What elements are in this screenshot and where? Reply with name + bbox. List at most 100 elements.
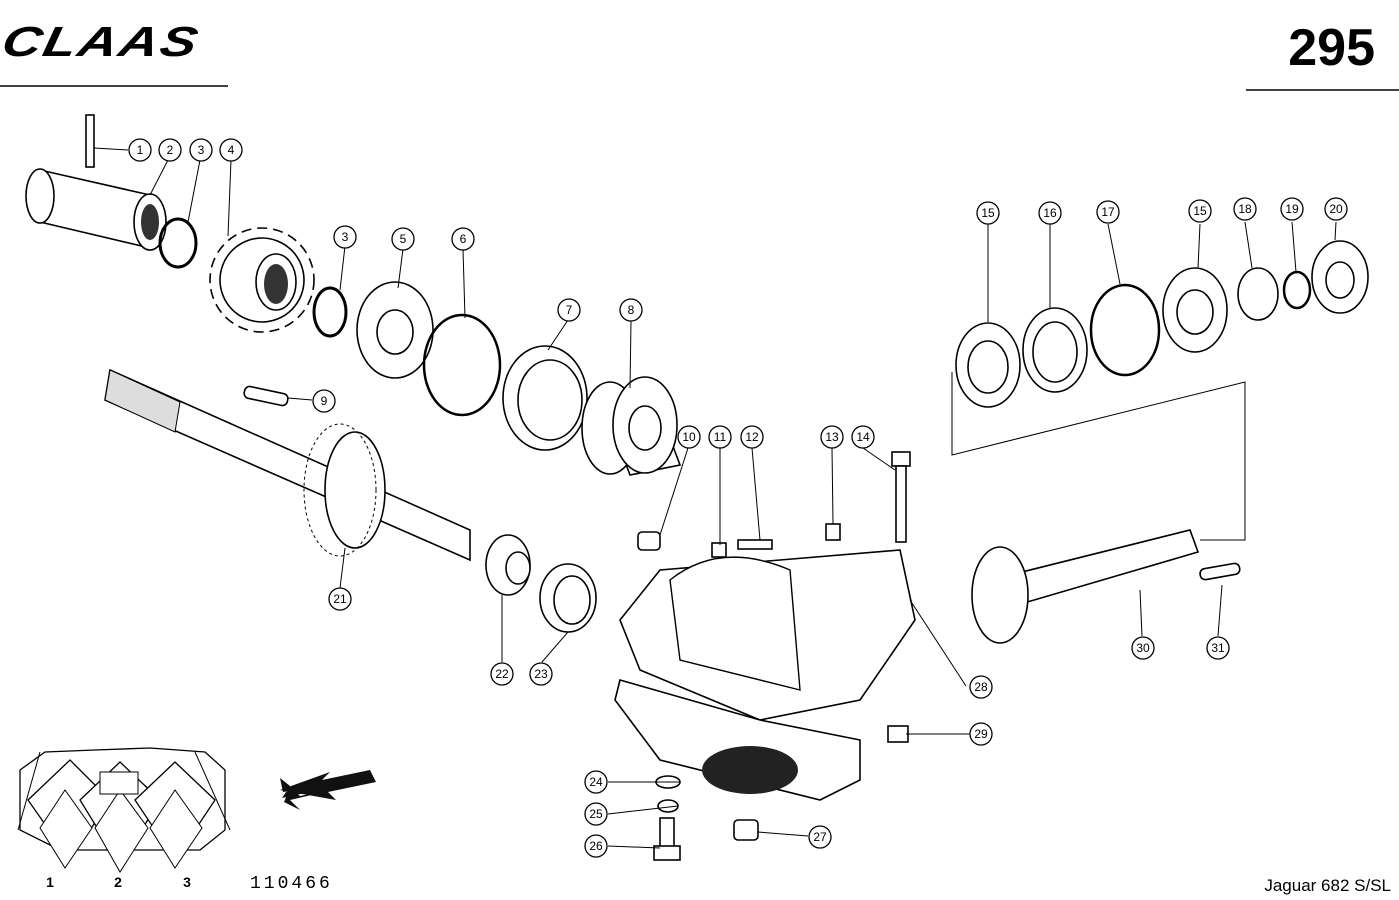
plug-part-13 — [825, 523, 841, 541]
machine-inset-diagram: 1 2 3 — [17, 747, 231, 890]
callout-15b: 15 — [1188, 199, 1212, 223]
callout-3b: 3 — [333, 225, 357, 249]
callout-31: 31 — [1206, 636, 1230, 660]
callout-5: 5 — [391, 227, 415, 251]
sleeve-part-2 — [25, 168, 167, 251]
gearbox-housing-part-28 — [614, 549, 916, 801]
seal-part-20 — [1311, 240, 1369, 314]
svg-text:2: 2 — [167, 143, 174, 157]
svg-text:4: 4 — [228, 143, 235, 157]
svg-text:10: 10 — [682, 430, 696, 444]
callout-20: 20 — [1324, 197, 1348, 221]
svg-text:5: 5 — [400, 232, 407, 246]
ring-part-17 — [1089, 283, 1161, 377]
callout-30: 30 — [1131, 636, 1155, 660]
svg-text:29: 29 — [974, 727, 988, 741]
svg-text:24: 24 — [589, 775, 603, 789]
bolt-part-14 — [891, 451, 911, 543]
shaft-part-21 — [104, 368, 471, 562]
callout-9: 9 — [312, 389, 336, 413]
race-part-7 — [502, 345, 588, 451]
callout-15a: 15 — [976, 201, 1000, 225]
callout-16: 16 — [1038, 201, 1062, 225]
bearing-part-8 — [581, 376, 682, 476]
sprocket-part-4 — [209, 227, 315, 333]
svg-text:3: 3 — [342, 230, 349, 244]
direction-arrow-icon — [280, 770, 376, 810]
callout-13: 13 — [820, 425, 844, 449]
svg-text:15: 15 — [981, 206, 995, 220]
inset-row-label-1: 1 — [46, 874, 54, 890]
callout-25: 25 — [584, 802, 608, 826]
svg-text:22: 22 — [495, 667, 509, 681]
svg-text:30: 30 — [1136, 641, 1150, 655]
svg-text:31: 31 — [1211, 641, 1225, 655]
inset-row-label-3: 3 — [183, 874, 191, 890]
bearing-part-15a — [955, 322, 1021, 408]
svg-text:26: 26 — [589, 839, 603, 853]
bearing-part-15b — [1162, 267, 1228, 353]
plug-part-10 — [637, 531, 661, 551]
svg-text:19: 19 — [1285, 202, 1299, 216]
circlip-part-3b — [312, 286, 348, 338]
svg-text:28: 28 — [974, 680, 988, 694]
circlip-part-19 — [1282, 270, 1312, 310]
callout-19: 19 — [1280, 197, 1304, 221]
callout-26: 26 — [584, 834, 608, 858]
leader-lines — [93, 147, 1337, 849]
race-part-23 — [539, 563, 597, 633]
nut-part-11 — [711, 542, 727, 558]
model-name: Jaguar 682 S/SL — [1264, 876, 1391, 895]
callout-4: 4 — [219, 138, 243, 162]
callout-6: 6 — [451, 227, 475, 251]
svg-text:1: 1 — [137, 143, 144, 157]
svg-text:16: 16 — [1043, 206, 1057, 220]
circlip-part-3a — [158, 217, 198, 269]
svg-text:25: 25 — [589, 807, 603, 821]
callout-27: 27 — [808, 825, 832, 849]
svg-text:21: 21 — [333, 592, 347, 606]
svg-text:27: 27 — [813, 830, 827, 844]
svg-text:14: 14 — [856, 430, 870, 444]
drawing-number: 110466 — [250, 874, 333, 894]
callout-22: 22 — [490, 662, 514, 686]
bolt-part-26 — [653, 817, 681, 861]
svg-text:15: 15 — [1193, 204, 1207, 218]
callout-10: 10 — [677, 425, 701, 449]
svg-text:12: 12 — [745, 430, 759, 444]
callout-18: 18 — [1233, 197, 1257, 221]
svg-text:9: 9 — [321, 394, 328, 408]
bolt-part-12 — [737, 539, 773, 550]
svg-text:17: 17 — [1101, 205, 1115, 219]
callout-29: 29 — [969, 722, 993, 746]
svg-text:20: 20 — [1329, 202, 1343, 216]
svg-text:3: 3 — [198, 143, 205, 157]
callout-11: 11 — [708, 425, 732, 449]
inset-row-label-2: 2 — [114, 874, 122, 890]
plug-part-27 — [733, 819, 759, 841]
pin-part-1 — [85, 114, 95, 168]
callout-2: 2 — [158, 138, 182, 162]
svg-text:7: 7 — [566, 303, 573, 317]
callout-14: 14 — [851, 425, 875, 449]
race-part-16 — [1022, 307, 1088, 393]
key-part-9 — [243, 385, 289, 407]
callout-7: 7 — [557, 298, 581, 322]
bearing-part-22 — [485, 534, 531, 596]
callout-24: 24 — [584, 770, 608, 794]
callout-17: 17 — [1096, 200, 1120, 224]
ring-part-6 — [422, 313, 502, 417]
callout-1: 1 — [128, 138, 152, 162]
group-bracket — [951, 372, 1246, 541]
callout-21: 21 — [328, 587, 352, 611]
race-part-18 — [1237, 267, 1279, 321]
svg-text:13: 13 — [825, 430, 839, 444]
page-number: 295 — [1288, 19, 1375, 77]
callout-23: 23 — [529, 662, 553, 686]
svg-text:11: 11 — [714, 430, 727, 444]
key-part-31 — [1199, 562, 1241, 581]
callout-3: 3 — [189, 138, 213, 162]
svg-text:23: 23 — [534, 667, 548, 681]
shaft-part-30 — [971, 529, 1200, 644]
